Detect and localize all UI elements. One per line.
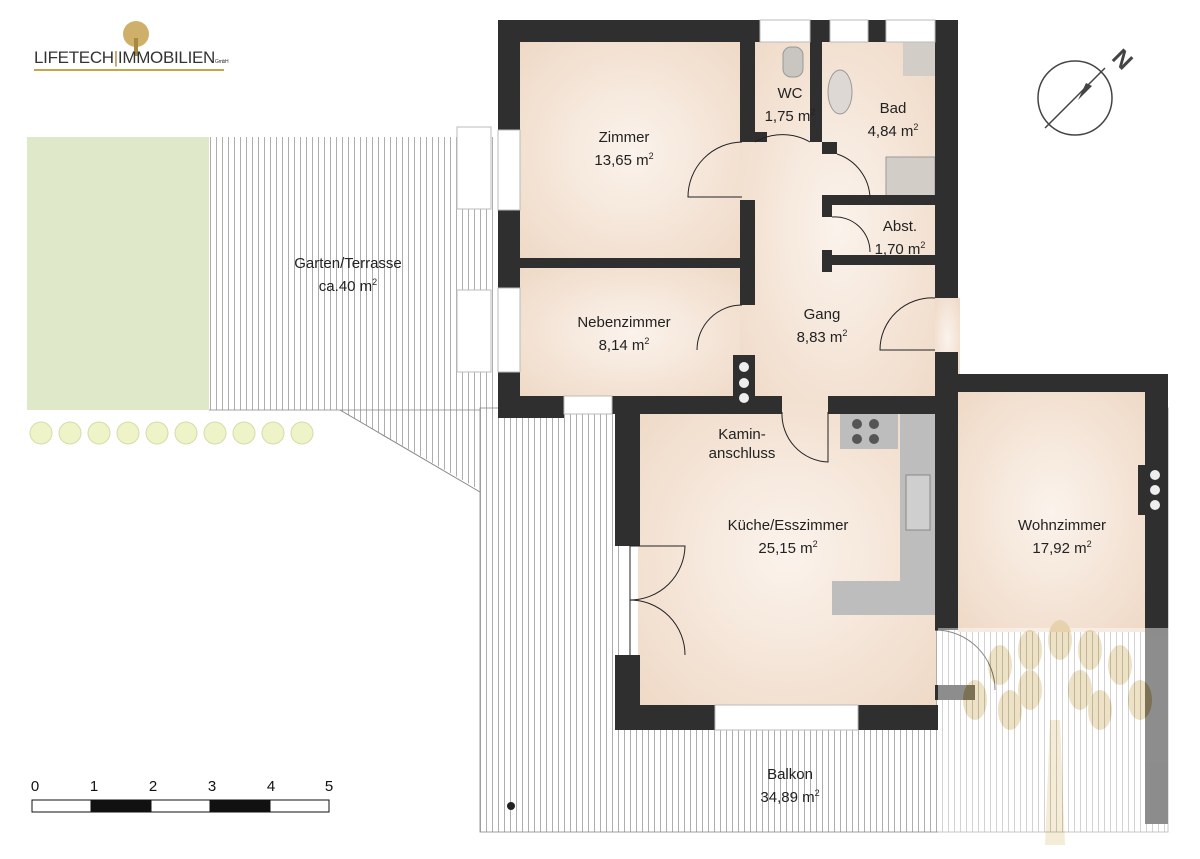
fireplace-flues	[739, 362, 1168, 515]
scale-tick-2: 2	[148, 778, 158, 795]
terrace-deck	[209, 137, 500, 490]
doors	[629, 134, 996, 691]
stove	[840, 413, 898, 449]
floors	[520, 42, 1146, 707]
scale-bar	[31, 799, 330, 813]
washing-machine	[903, 42, 935, 76]
hedge	[29, 421, 314, 445]
logo-suffix: GmbH	[215, 59, 229, 65]
scale-tick-1: 1	[89, 778, 99, 795]
scale-tick-4: 4	[266, 778, 276, 795]
sink	[905, 474, 931, 531]
logo-tree-icon	[123, 21, 149, 56]
kitchen-island	[832, 581, 935, 615]
logo-text-left: LIFETECH	[34, 48, 114, 67]
scale-tick-3: 3	[207, 778, 217, 795]
label-kaminanschluss: Kamin-anschluss	[708, 426, 776, 462]
compass-icon	[1037, 60, 1113, 136]
company-logo: LIFETECH|IMMOBILIENGmbH	[34, 20, 244, 72]
balcony-deck	[480, 408, 1168, 832]
washbasin	[827, 69, 853, 115]
room-label-abstellraum: Abst.1,70 m2	[874, 218, 926, 258]
windows	[456, 19, 936, 731]
toilet	[782, 46, 804, 78]
bathtub-shower	[885, 156, 936, 203]
scale-tick-0: 0	[30, 778, 40, 795]
watermark-tree	[938, 620, 1170, 848]
logo-text-right: IMMOBILIEN	[117, 48, 216, 67]
scale-tick-5: 5	[324, 778, 334, 795]
garden-lawn	[27, 137, 209, 410]
